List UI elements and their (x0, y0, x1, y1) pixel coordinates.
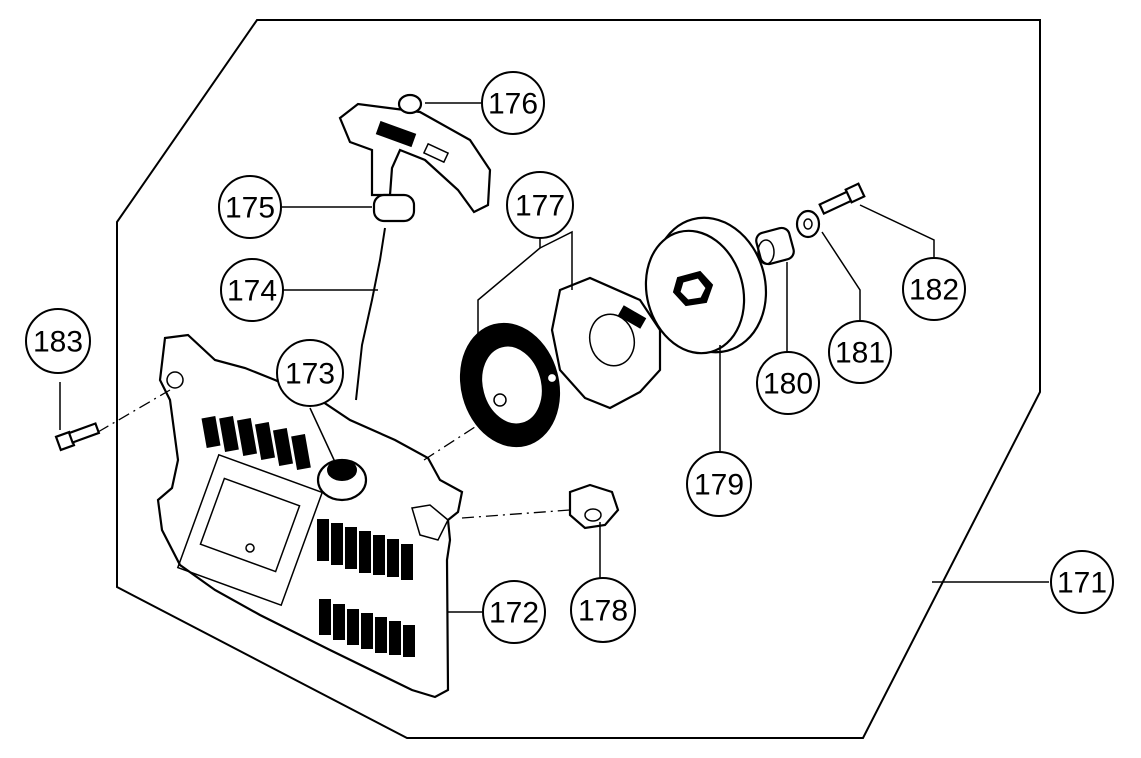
rope-pulley-part (644, 216, 768, 355)
assembly-axis-lines (97, 389, 571, 519)
assembly-boundary (116, 19, 1041, 739)
pawl-part (568, 483, 620, 530)
callout-label: 177 (515, 190, 565, 223)
callout-label: 182 (909, 274, 959, 307)
callout-181: 181 (828, 320, 892, 384)
callout-178: 178 (570, 577, 636, 643)
callout-label: 172 (489, 597, 539, 630)
callout-label: 174 (227, 275, 277, 308)
callout-180: 180 (756, 351, 820, 415)
callout-175: 175 (218, 175, 282, 239)
callout-176: 176 (481, 71, 545, 135)
bushing-part (755, 226, 795, 266)
callout-182: 182 (902, 257, 966, 321)
rewind-spring-part (459, 322, 561, 448)
callout-179: 179 (686, 451, 752, 517)
callout-171: 171 (1050, 550, 1114, 614)
callout-183: 183 (25, 308, 91, 374)
callout-label: 175 (225, 192, 275, 225)
callout-174: 174 (220, 258, 284, 322)
callout-label: 176 (488, 88, 538, 121)
starter-housing-part (156, 333, 464, 699)
screw-183-part (54, 422, 101, 452)
starter-handle-part (338, 102, 492, 223)
callout-label: 179 (694, 469, 744, 502)
callout-label: 171 (1057, 567, 1107, 600)
washer-part (795, 209, 821, 239)
callout-label: 180 (763, 368, 813, 401)
handle-insert-part (397, 93, 423, 115)
leader-lines (59, 102, 1049, 613)
callout-177: 177 (506, 171, 574, 239)
spring-cover-part (550, 276, 662, 410)
callout-label: 183 (33, 326, 83, 359)
callout-label: 178 (578, 595, 628, 628)
grommet-part (316, 458, 368, 502)
callout-172: 172 (482, 580, 546, 644)
callout-label: 181 (835, 337, 885, 370)
screw-182-part (818, 182, 866, 216)
callout-173: 173 (276, 339, 344, 407)
starter-rope-part (355, 227, 386, 401)
callout-label: 173 (285, 358, 335, 391)
